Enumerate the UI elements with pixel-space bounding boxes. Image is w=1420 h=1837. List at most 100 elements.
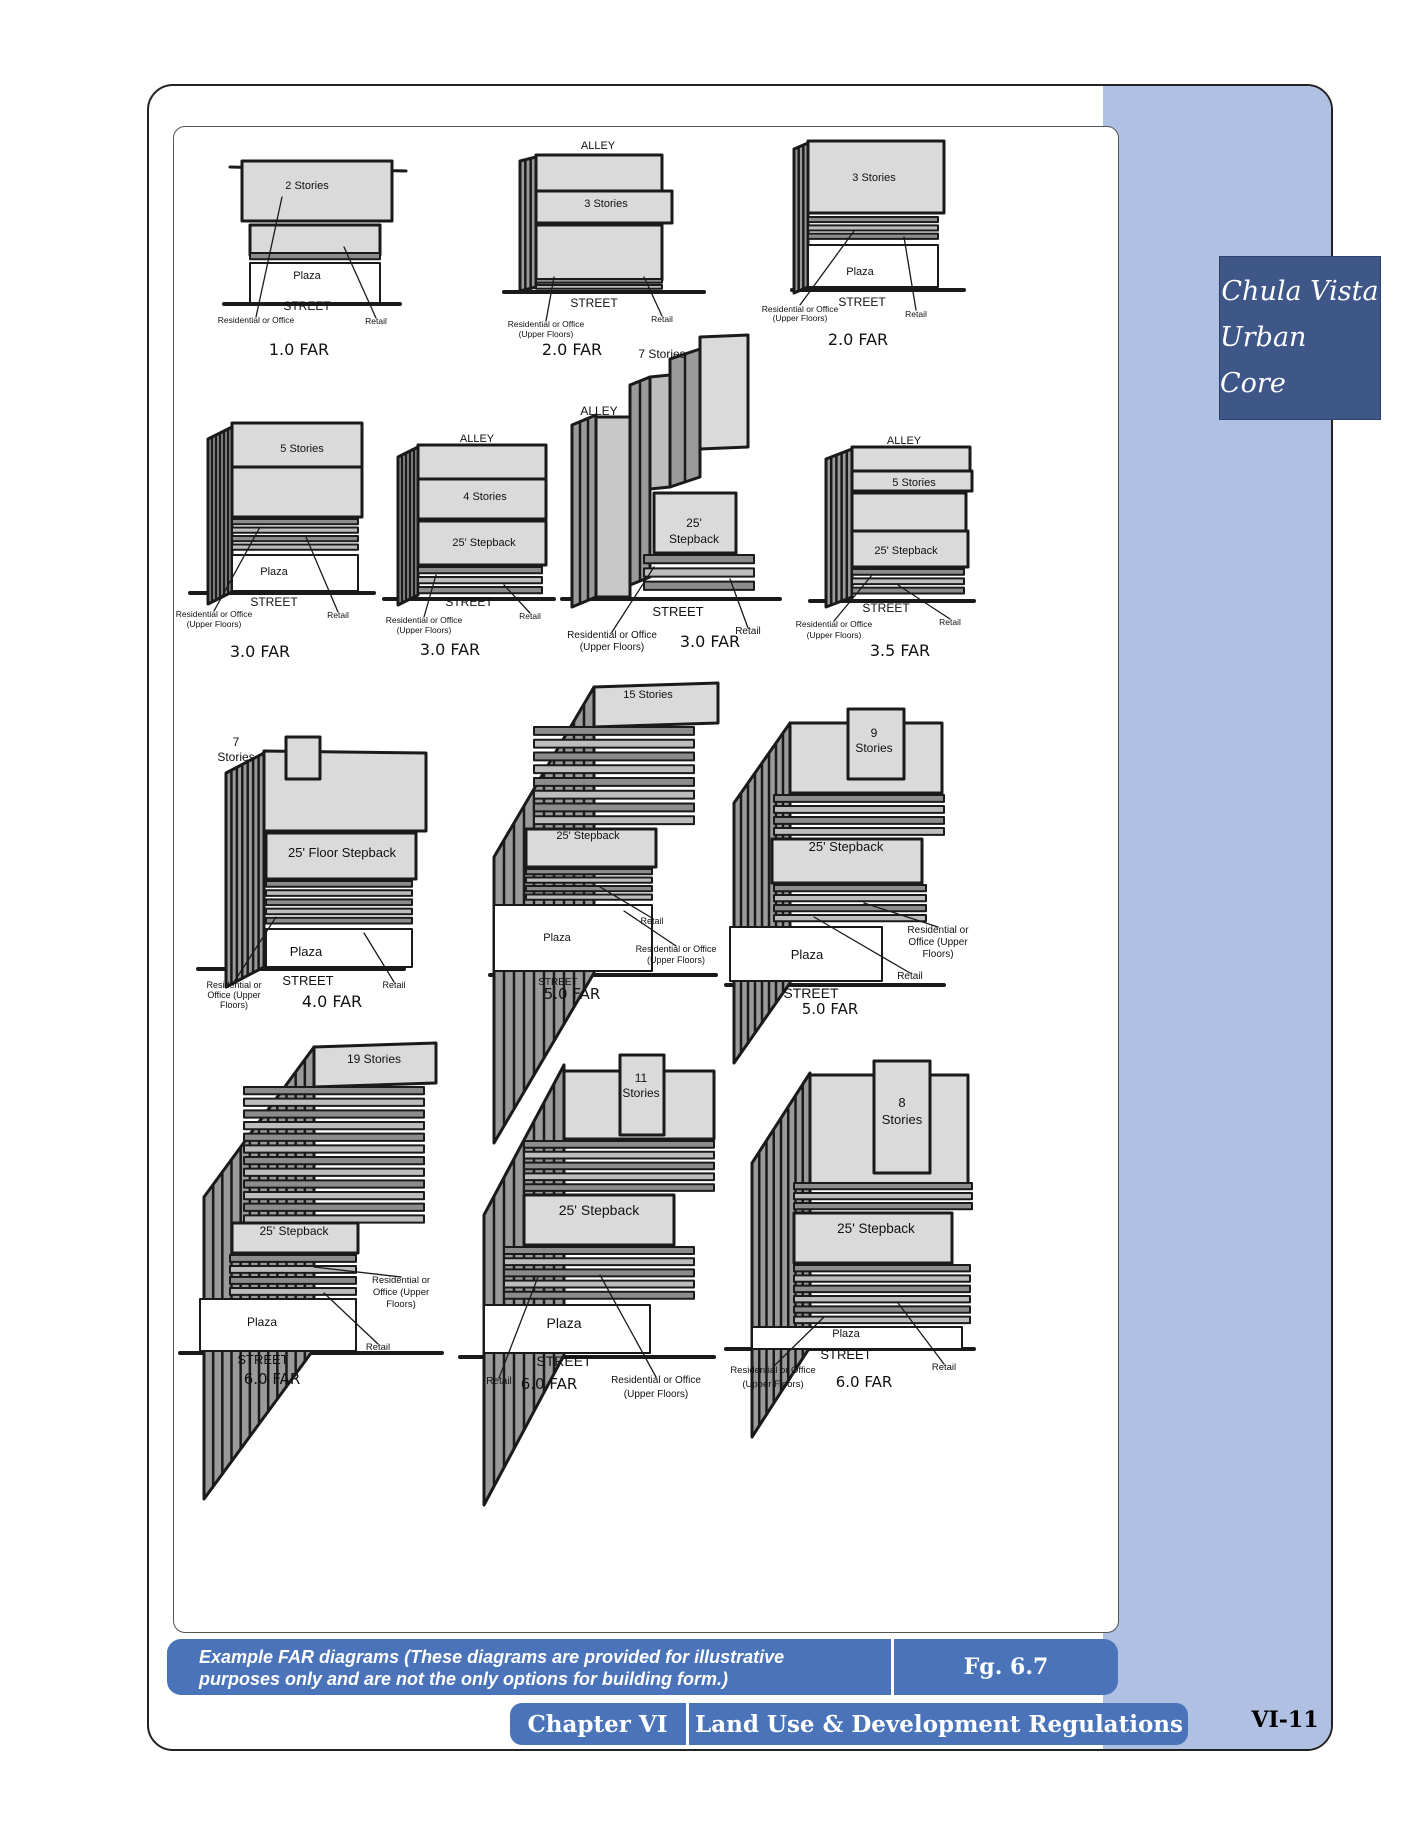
leader-line bbox=[503, 584, 531, 614]
footer-chapter: Chapter VI bbox=[527, 1710, 668, 1738]
floor-slab bbox=[534, 189, 674, 225]
floor-slab bbox=[523, 1161, 715, 1171]
floor-slab bbox=[525, 876, 653, 884]
building-face bbox=[570, 413, 598, 609]
diagram-label: 19 Stories bbox=[347, 1052, 401, 1066]
diagram-label: 7 Stories bbox=[638, 347, 685, 361]
floor-slab bbox=[535, 278, 663, 284]
floor-slab bbox=[773, 816, 945, 825]
floor-slab bbox=[850, 469, 974, 493]
floor-slab bbox=[199, 1298, 357, 1352]
floor-slab bbox=[773, 904, 927, 913]
diagram-label: ALLEY bbox=[581, 140, 616, 152]
building-face bbox=[518, 155, 538, 293]
floor-slab bbox=[243, 1086, 425, 1096]
diagram-label: Retail bbox=[327, 610, 349, 620]
floor-slab bbox=[231, 554, 359, 592]
floor-slab bbox=[773, 914, 927, 923]
diagram-label: 15 Stories bbox=[623, 689, 673, 701]
diagram-label: 25' Stepback bbox=[874, 545, 938, 557]
floor-slab bbox=[806, 139, 946, 215]
diagram-label: (Upper Floors) bbox=[624, 1389, 688, 1400]
floor-slab bbox=[773, 884, 927, 893]
footer-bar: Chapter VI Land Use & Development Regula… bbox=[510, 1703, 1188, 1745]
far-value-label: 3.5 FAR bbox=[870, 641, 930, 660]
leader-line bbox=[833, 574, 873, 622]
floor-slab bbox=[793, 1315, 971, 1325]
diagram-label: Residential or Office bbox=[386, 615, 463, 625]
floor-slab bbox=[416, 443, 548, 483]
diagram-label: Retail bbox=[365, 316, 387, 326]
floor-slab bbox=[503, 1268, 695, 1278]
floor-slab bbox=[265, 898, 413, 907]
floor-slab bbox=[533, 764, 695, 775]
floor-slab bbox=[522, 1193, 676, 1247]
diagram-label: STREET bbox=[820, 1347, 871, 1362]
diagram-label: STREET bbox=[282, 973, 333, 988]
diagram-label: Plaza bbox=[247, 1315, 277, 1329]
tab-line-2: Urban Core bbox=[1220, 322, 1307, 399]
building-face bbox=[824, 447, 854, 609]
diagram-label: STREET bbox=[570, 296, 618, 310]
diagram-label: Residential or bbox=[372, 1275, 430, 1286]
diagram-label: STREET bbox=[862, 601, 910, 615]
diagram-label: 25' Stepback bbox=[556, 830, 620, 842]
far-value-label: 6.0 FAR bbox=[244, 1370, 301, 1388]
diagram-label: ALLEY bbox=[887, 435, 922, 447]
diagram-label: 25' Floor Stepback bbox=[288, 845, 396, 860]
diagram-label: (Upper Floors) bbox=[807, 630, 862, 640]
floor-slab bbox=[523, 1140, 715, 1149]
floor-slab bbox=[231, 535, 359, 543]
diagram-label: (Upper Floors) bbox=[397, 625, 452, 635]
floor-slab bbox=[503, 1290, 695, 1300]
diagram-label: Retail bbox=[651, 314, 673, 324]
floor-slab bbox=[846, 707, 906, 781]
diagram-label: Retail bbox=[735, 626, 761, 637]
leader-line bbox=[897, 1302, 945, 1365]
floor-slab bbox=[525, 885, 653, 893]
diagram-label: Residential or bbox=[206, 980, 261, 990]
leader-line bbox=[323, 1292, 379, 1345]
building-face bbox=[312, 1041, 438, 1089]
floor-slab bbox=[751, 1326, 963, 1350]
caption-bar: Example FAR diagrams (These diagrams are… bbox=[167, 1639, 1118, 1695]
leader-line bbox=[897, 584, 951, 620]
floor-slab bbox=[807, 244, 939, 288]
far-value-label: 6.0 FAR bbox=[521, 1375, 578, 1393]
diagram-label: 25' Stepback bbox=[452, 537, 516, 549]
diagram-label: Office (Upper bbox=[207, 990, 260, 1000]
diagram-label: 25' Stepback bbox=[837, 1221, 915, 1236]
diagram-label: Office (Upper bbox=[908, 937, 968, 948]
diagram-label: 25' Stepback bbox=[259, 1224, 329, 1238]
diagram-label: (Upper Floors) bbox=[773, 313, 828, 323]
floor-slab bbox=[243, 1144, 425, 1154]
tab-line-1: Chula Vista bbox=[1221, 276, 1379, 307]
diagram-label: Residential or Office bbox=[567, 630, 657, 641]
diagram-label: Stories bbox=[622, 1086, 659, 1100]
floor-slab bbox=[533, 789, 695, 800]
leader-line bbox=[611, 566, 655, 633]
floor-slab bbox=[265, 928, 413, 968]
floor-slab bbox=[265, 907, 413, 916]
floor-slab bbox=[793, 1295, 971, 1304]
diagram-label: (Upper Floors) bbox=[580, 642, 644, 653]
leader-line bbox=[545, 276, 555, 322]
floor-slab bbox=[265, 916, 413, 925]
leader-line bbox=[863, 902, 939, 928]
floor-slab bbox=[248, 223, 382, 257]
far-value-label: 4.0 FAR bbox=[302, 992, 362, 1011]
floor-slab bbox=[643, 567, 755, 578]
leader-line bbox=[813, 916, 911, 974]
floor-slab bbox=[793, 1274, 971, 1283]
diagram-label: Retail bbox=[519, 611, 541, 621]
building-face bbox=[648, 373, 672, 491]
diagram-label: Residential or Office bbox=[611, 1375, 701, 1386]
leader-line bbox=[498, 1276, 539, 1379]
floor-slab bbox=[417, 566, 543, 575]
caption-divider bbox=[891, 1639, 894, 1695]
floor-slab bbox=[773, 894, 927, 903]
leader-line bbox=[255, 196, 283, 318]
